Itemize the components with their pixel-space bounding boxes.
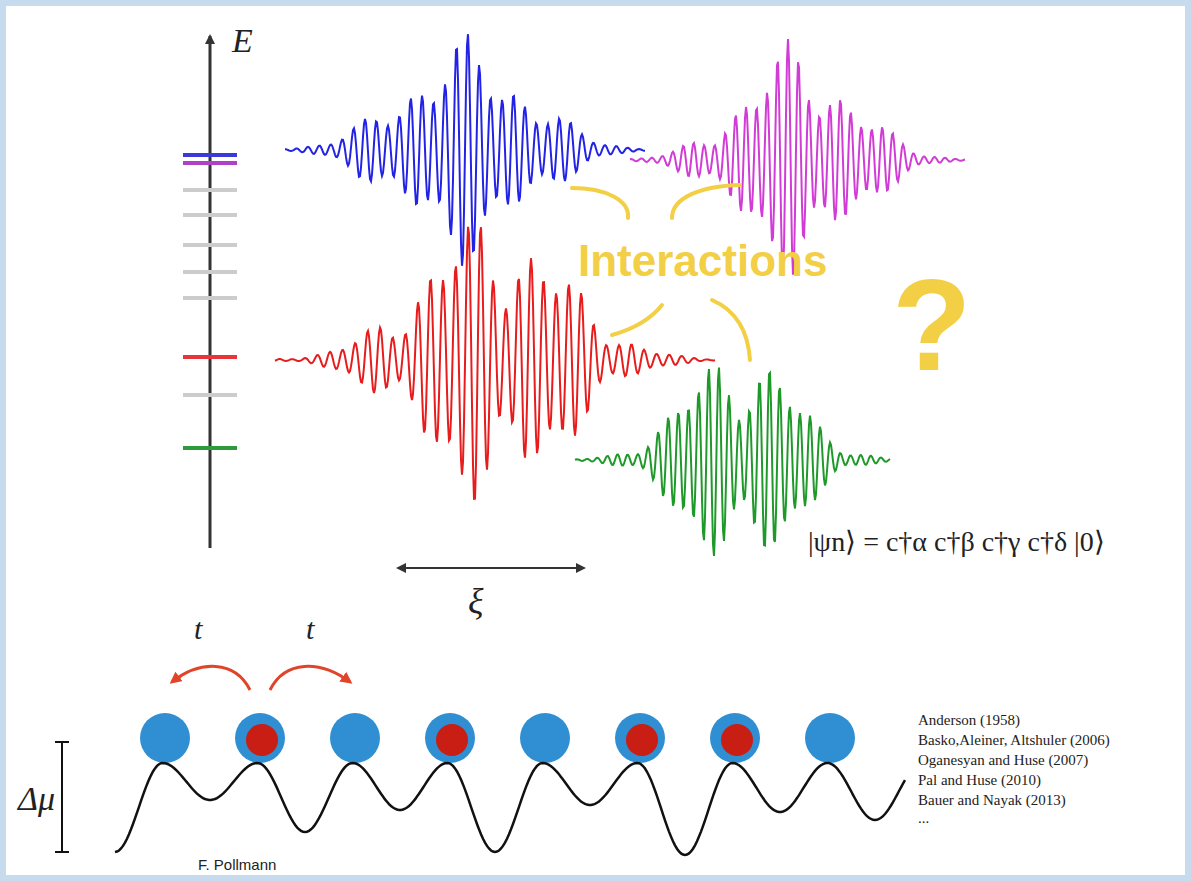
state-equation: |ψn⟩ = c†α c†β c†γ c†δ |0⟩ xyxy=(808,525,1105,558)
reference: Oganesyan and Huse (2007) xyxy=(918,752,1088,769)
lattice-site xyxy=(330,713,380,763)
lattice-site xyxy=(235,713,285,763)
particle xyxy=(721,724,753,756)
reference: Basko,Aleiner, Altshuler (2006) xyxy=(918,732,1110,749)
lattice-site xyxy=(710,713,760,763)
energy-level xyxy=(183,153,237,157)
particle xyxy=(626,724,658,756)
lattice-site xyxy=(615,713,665,763)
reference: Anderson (1958) xyxy=(918,712,1020,729)
energy-level xyxy=(183,296,237,300)
particle xyxy=(436,724,468,756)
reference: Bauer and Nayak (2013) xyxy=(918,792,1066,809)
length-arrow xyxy=(398,567,584,569)
length-label: ξ xyxy=(468,580,483,622)
hopping-label: t xyxy=(194,612,202,646)
delta-mu-label: Δμ xyxy=(18,780,55,818)
energy-level xyxy=(183,393,237,397)
particle xyxy=(246,724,278,756)
hopping-label: t xyxy=(306,612,314,646)
lattice-site xyxy=(140,713,190,763)
lattice-site xyxy=(520,713,570,763)
credit: F. Pollmann xyxy=(198,856,276,873)
energy-level xyxy=(183,161,237,165)
potential-curve xyxy=(115,763,905,855)
energy-level xyxy=(183,446,237,450)
slide-frame xyxy=(3,3,1188,878)
hopping-arrows xyxy=(172,666,350,690)
wave-packets xyxy=(275,34,965,556)
delta-mu-bracket xyxy=(55,742,69,852)
energy-level xyxy=(183,270,237,274)
energy-level xyxy=(183,213,237,217)
lattice-sites xyxy=(140,713,855,763)
energy-axis xyxy=(209,36,212,548)
lattice-site xyxy=(805,713,855,763)
energy-level xyxy=(183,188,237,192)
energy-level xyxy=(183,355,237,359)
wave-packet xyxy=(285,34,645,266)
interactions-label: Interactions xyxy=(578,236,827,286)
reference: Pal and Huse (2010) xyxy=(918,772,1041,789)
axis-label: E xyxy=(232,22,253,60)
energy-level xyxy=(183,243,237,247)
question-mark: ? xyxy=(892,250,971,400)
lattice-site xyxy=(425,713,475,763)
reference: ... xyxy=(918,810,929,827)
energy-levels xyxy=(183,155,237,448)
